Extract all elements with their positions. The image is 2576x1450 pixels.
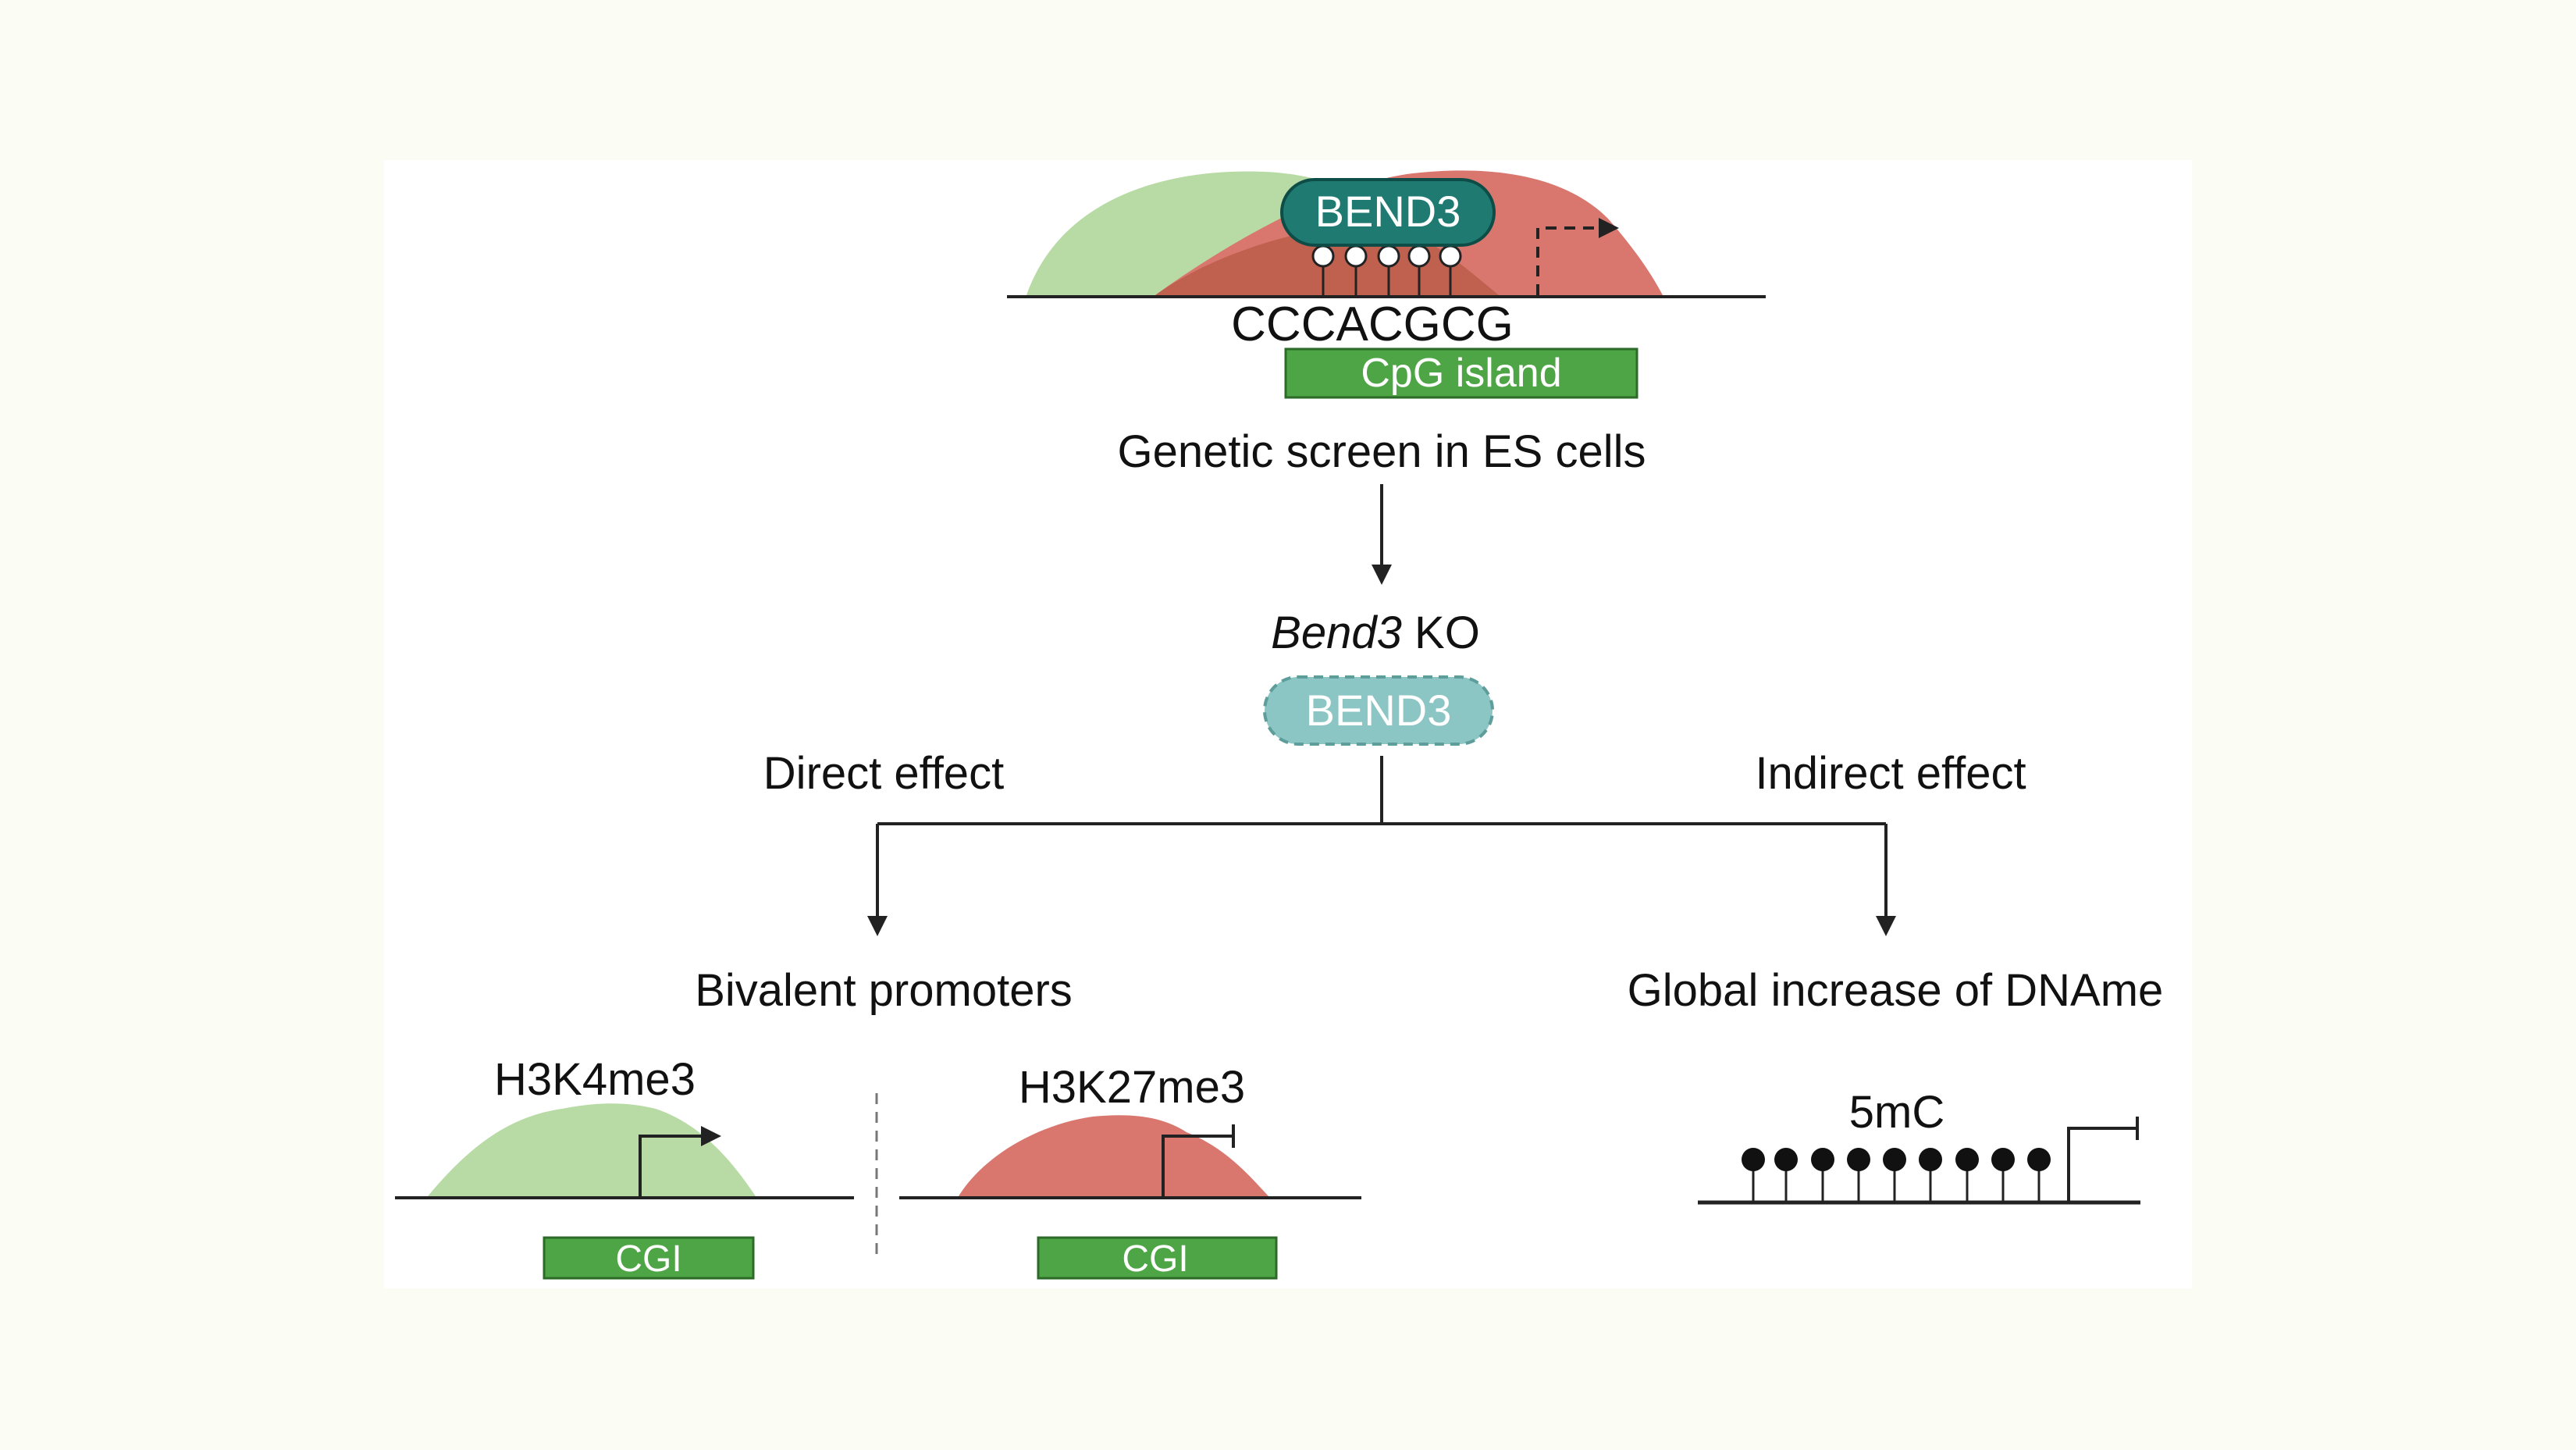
top-locus: BEND3 CCCACGCG CpG island — [1007, 170, 1766, 399]
active-tss-arrow — [639, 1126, 721, 1196]
h3k4me3-locus: H3K4me3 CGI — [395, 1054, 854, 1280]
unmethylated-cpg-icon — [1407, 244, 1431, 268]
cpg-island-bar — [1284, 347, 1638, 399]
cgi-bar-left — [543, 1236, 755, 1280]
cpg-island-label: CpG island — [1361, 351, 1561, 396]
ko-title: Bend3 KO — [1271, 607, 1480, 658]
branch-tree — [867, 756, 1896, 936]
methylated-cpg-icon — [1991, 1148, 2015, 1171]
screen-label: Genetic screen in ES cells — [1118, 426, 1646, 477]
silenced-tss-symbol — [2067, 1127, 2137, 1201]
direct-effect-label: Direct effect — [763, 748, 1004, 799]
bend3-protein — [1280, 178, 1496, 247]
cgi-bar-middle — [1037, 1236, 1278, 1280]
methylated-cpg-icon — [1774, 1148, 1798, 1171]
h3k4me3-peak — [428, 1103, 756, 1196]
bivalent-label: Bivalent promoters — [695, 965, 1073, 1016]
cgi-label-middle: CGI — [1122, 1238, 1188, 1280]
5mc-label: 5mC — [1849, 1087, 1944, 1138]
methylated-cpg-icon — [1811, 1148, 1834, 1171]
indirect-effect-label: Indirect effect — [1755, 748, 2026, 799]
unmethylated-cpg-icon — [1344, 244, 1368, 268]
methylated-cpg-icon — [1955, 1148, 1979, 1171]
methylation-locus: 5mC — [1698, 1087, 2140, 1205]
h3k27me3-label: H3K27me3 — [1019, 1062, 1245, 1113]
unmethylated-cpg-icon — [1377, 244, 1400, 268]
unmethylated-cpg-icon — [1311, 244, 1335, 268]
bend3-label: BEND3 — [1315, 187, 1461, 236]
tss-arrow-dashed — [1536, 218, 1619, 295]
h3k27me3-locus: H3K27me3 CGI — [899, 1062, 1361, 1280]
repressed-tss-symbol — [1162, 1135, 1233, 1196]
methylated-cpg-icon — [1742, 1148, 1765, 1171]
methylated-cpg-icon — [1883, 1148, 1906, 1171]
h3k4me3-label: H3K4me3 — [494, 1054, 696, 1105]
methylated-cpg-icon — [1847, 1148, 1870, 1171]
h3k27me3-peak — [959, 1115, 1268, 1196]
motif-sequence: CCCACGCG — [1231, 297, 1514, 351]
bend3-ko-protein — [1263, 675, 1494, 746]
cgi-label-left: CGI — [615, 1238, 681, 1280]
unmethylated-cpg-icon — [1439, 244, 1462, 268]
methylated-cpg-icon — [2027, 1148, 2051, 1171]
global-label: Global increase of DNAme — [1628, 965, 2164, 1016]
methylated-cpg-icon — [1919, 1148, 1942, 1171]
methylated-cpg-row — [1742, 1148, 2051, 1202]
bend3-ko-label: BEND3 — [1306, 686, 1452, 735]
